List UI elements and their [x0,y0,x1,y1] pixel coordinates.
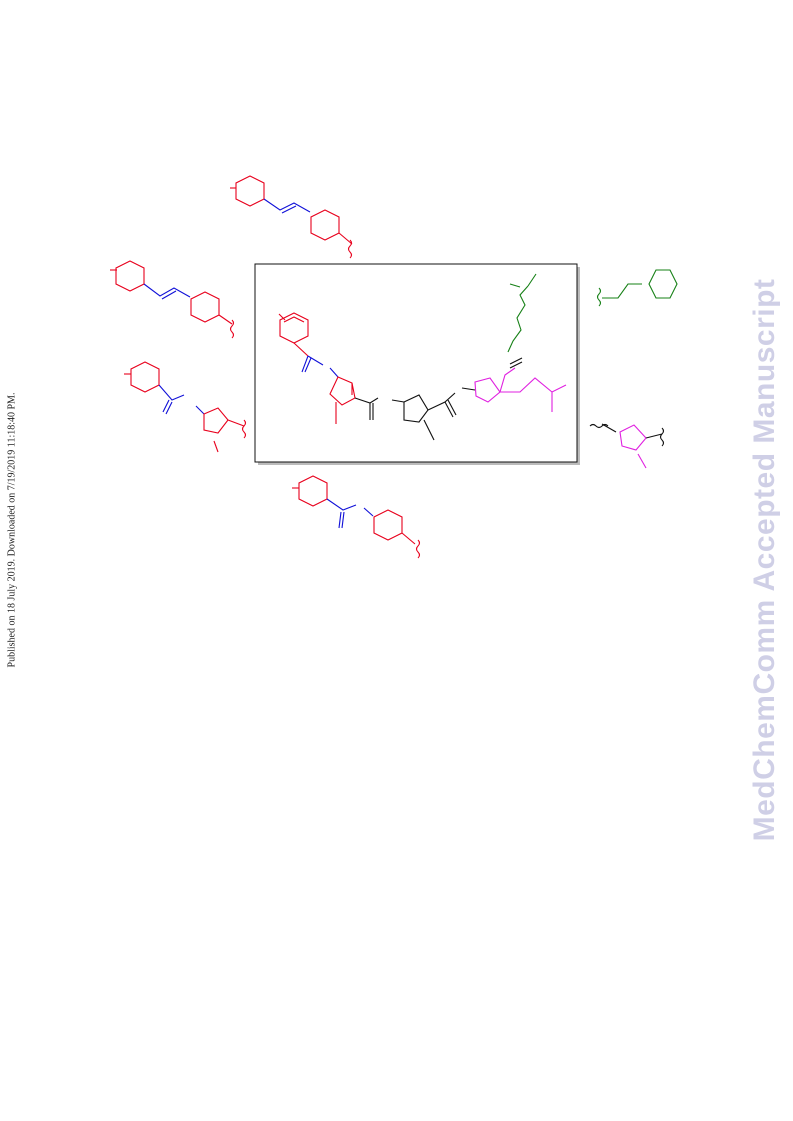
central-box [254,263,580,465]
fragment-stilbene-top [230,175,353,259]
central-red-aryl [278,312,309,357]
central-red-pyrrole [329,376,356,424]
fragment-amide-pyrrole [124,361,247,453]
central-black-core [354,387,476,441]
fragment-cyclohexyl-right [596,269,678,307]
central-green-sidechain [507,273,537,369]
fragment-amide-phenyl-bottom [292,475,421,559]
fragment-stilbene-left [110,260,235,339]
central-blue-amide [301,355,339,378]
fragment-pyrrole-right [589,423,665,469]
central-magenta-pyrrole [474,367,567,412]
